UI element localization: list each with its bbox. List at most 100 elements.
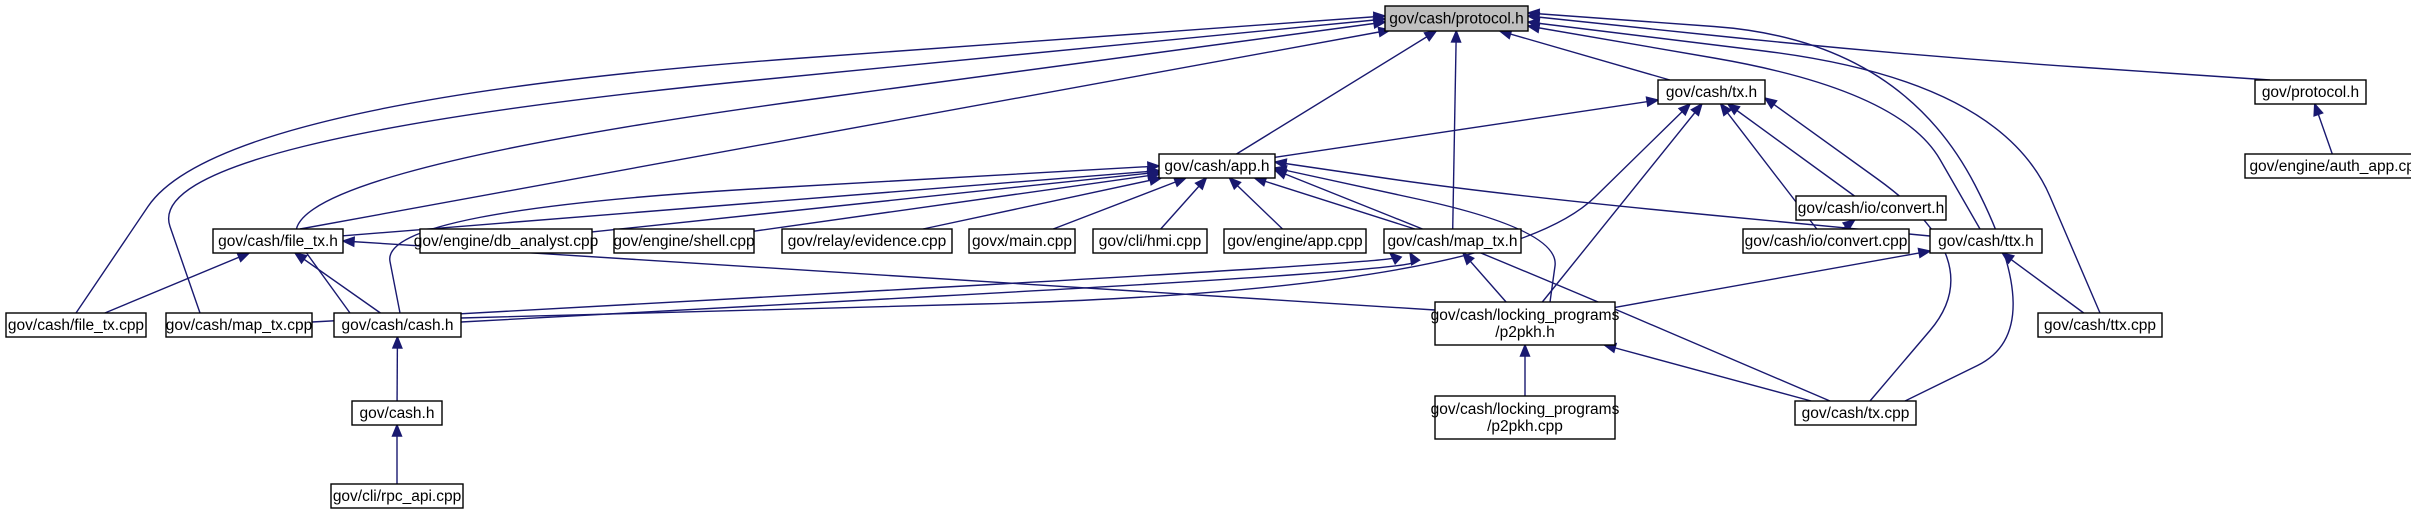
node-label: gov/cash/ttx.cpp: [2044, 317, 2156, 334]
node-p2pkh-h[interactable]: gov/cash/locking_programs/p2pkh.h: [1431, 301, 1620, 346]
edge-line: [1052, 177, 1187, 230]
edge-line: [1499, 30, 1671, 81]
arrowhead-icon: [1147, 161, 1161, 173]
arrowhead-icon: [1719, 102, 1733, 117]
arrowhead-icon: [1388, 251, 1403, 265]
node-box: [781, 228, 953, 254]
edge-line: [1274, 169, 1831, 402]
node-cash-h[interactable]: gov/cash.h: [351, 400, 443, 426]
arrowhead-icon: [391, 423, 403, 437]
edge-line: [1527, 15, 2271, 81]
edge-rpc_api-to-cash_h: [391, 423, 403, 484]
node-ttx-h[interactable]: gov/cash/ttx.h: [1929, 228, 2043, 254]
node-engine-app[interactable]: gov/engine/app.cpp: [1223, 228, 1367, 254]
arrowhead-icon: [1519, 343, 1531, 357]
arrowhead-icon: [1372, 18, 1387, 30]
node-file-tx-h[interactable]: gov/cash/file_tx.h: [212, 228, 344, 254]
node-label: gov/cash/cash.h: [341, 317, 453, 334]
node-io-convert-cpp[interactable]: gov/cash/io/convert.cpp: [1742, 228, 1910, 254]
node-p2pkh-cpp[interactable]: gov/cash/locking_programs/p2pkh.cpp: [1431, 395, 1620, 440]
node-tx-cpp[interactable]: gov/cash/tx.cpp: [1794, 400, 1917, 426]
node-label: gov/engine/db_analyst.cpp: [414, 233, 598, 250]
node-label: gov/cash/protocol.h: [1389, 11, 1523, 28]
node-shell[interactable]: gov/engine/shell.cpp: [613, 228, 755, 254]
node-rpc-api[interactable]: gov/cli/rpc_api.cpp: [330, 483, 464, 509]
node-file-tx-cpp[interactable]: gov/cash/file_tx.cpp: [5, 312, 147, 338]
arrowhead-icon: [1645, 96, 1660, 108]
edge-line: [1727, 103, 1855, 197]
edge-line: [1236, 30, 1437, 155]
edge-cash_cash_h-to-file_tx_h: [293, 251, 381, 314]
edge-line: [1228, 177, 1284, 230]
node-box: [1092, 228, 1208, 254]
arrowhead-icon: [1423, 30, 1438, 42]
node-hmi[interactable]: gov/cli/hmi.cpp: [1092, 228, 1208, 254]
node-gov-protocol-h[interactable]: gov/protocol.h: [2254, 79, 2367, 105]
arrowhead-icon: [1450, 29, 1462, 43]
node-box: [1384, 5, 1529, 32]
node-map-tx-h[interactable]: gov/cash/map_tx.h: [1383, 228, 1522, 254]
edge-line: [1541, 103, 1703, 303]
node-tx-h[interactable]: gov/cash/tx.h: [1657, 79, 1766, 105]
arrowhead-icon: [1228, 176, 1242, 191]
arrowhead-icon: [1763, 96, 1778, 110]
edge-line: [1527, 25, 1981, 230]
edge-cash_cash_h-to-app_h: [389, 161, 1161, 314]
edge-line: [1604, 344, 1812, 402]
node-app-h[interactable]: gov/cash/app.h: [1158, 153, 1276, 179]
node-label: gov/cash/map_tx.cpp: [166, 317, 312, 334]
node-ttx-cpp[interactable]: gov/cash/ttx.cpp: [2037, 312, 2163, 338]
node-box: [2037, 312, 2163, 338]
nodes-layer: gov/cash/protocol.h gov/cash/tx.h gov/prot…: [5, 5, 2411, 509]
edge-p2pkh_h-to-ttx_h: [1614, 247, 1932, 309]
edge-line: [1527, 12, 2014, 402]
edge-evidence-to-app_h: [922, 175, 1163, 230]
edge-file_tx_h-to-app_h: [342, 166, 1161, 237]
node-label: gov/cash/io/convert.h: [1798, 200, 1944, 217]
edge-line: [1274, 99, 1659, 159]
arrowhead-icon: [341, 236, 356, 248]
node-protocol-h[interactable]: gov/cash/protocol.h: [1384, 5, 1529, 32]
node-db-analyst[interactable]: gov/engine/db_analyst.cpp: [414, 228, 598, 254]
edge-auth_app-to-gov_protocol_h: [2313, 102, 2333, 155]
arrowhead-icon: [1172, 177, 1188, 188]
edge-p2pkh_h-to-tx_h: [1541, 102, 1703, 303]
arrowhead-icon: [1690, 102, 1703, 117]
node-evidence[interactable]: gov/relay/evidence.cpp: [781, 228, 953, 254]
node-cash-cash-h[interactable]: gov/cash/cash.h: [333, 312, 462, 338]
node-box: [5, 312, 147, 338]
node-label: gov/cli/hmi.cpp: [1099, 233, 1202, 250]
node-box: [1795, 195, 1947, 221]
node-box: [333, 312, 462, 338]
node-label: gov/cash/locking_programs: [1431, 307, 1620, 324]
node-map-tx-cpp[interactable]: gov/cash/map_tx.cpp: [165, 312, 313, 338]
edge-line: [460, 103, 1691, 319]
edge-gov_protocol_h-to-protocol_h: [1526, 11, 2271, 81]
node-label: gov/engine/app.cpp: [1227, 233, 1362, 250]
node-label: gov/cash/file_tx.h: [218, 233, 338, 250]
node-govx-main[interactable]: govx/main.cpp: [968, 228, 1076, 254]
node-label: gov/cash/io/convert.cpp: [1745, 233, 1908, 250]
node-label: gov/cash/tx.cpp: [1802, 405, 1910, 422]
node-box: [613, 228, 755, 254]
arrowhead-icon: [293, 251, 308, 265]
arrowhead-icon: [1526, 17, 1541, 29]
arrowhead-icon: [1194, 176, 1208, 191]
node-label: /p2pkh.h: [1495, 324, 1554, 341]
edge-line: [922, 177, 1162, 230]
edge-tx_cpp-to-p2pkh_h: [1602, 342, 1812, 402]
node-label: gov/relay/evidence.cpp: [788, 233, 947, 250]
edge-tx_cpp-to-protocol_h: [1526, 8, 2014, 402]
edge-line: [2001, 252, 2085, 314]
edge-tx_h-to-protocol_h: [1498, 28, 1671, 81]
edge-app_h-to-protocol_h: [1236, 30, 1438, 155]
node-label: govx/main.cpp: [972, 233, 1072, 250]
node-box: [1434, 301, 1616, 346]
arrowhead-icon: [391, 335, 403, 349]
edge-line: [1254, 177, 1416, 230]
node-io-convert-h[interactable]: gov/cash/io/convert.h: [1795, 195, 1947, 221]
edge-db_analyst-to-app_h: [591, 167, 1161, 233]
edge-line: [104, 252, 250, 314]
edge-file_tx_cpp-to-file_tx_h: [104, 252, 251, 314]
node-auth-app[interactable]: gov/engine/auth_app.cpp: [2244, 153, 2411, 179]
